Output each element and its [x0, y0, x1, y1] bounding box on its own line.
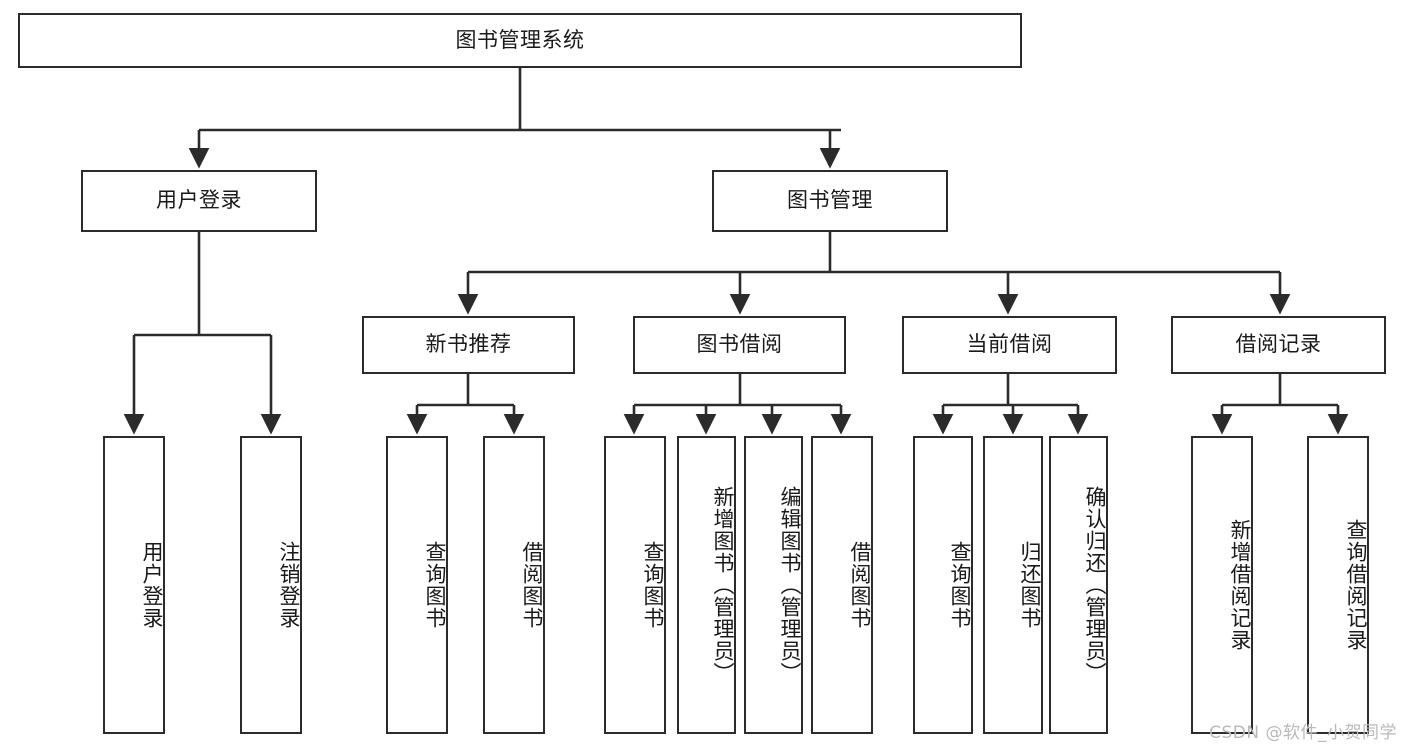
node-leaf-query-book-3[interactable]: 查询图书	[913, 436, 973, 734]
node-user-login[interactable]: 用户登录	[81, 170, 317, 232]
node-leaf-user-logout[interactable]: 注销登录	[240, 436, 302, 734]
node-leaf-query-book-3-label: 查询图书	[948, 541, 972, 629]
node-leaf-query-borrow-record-label: 查询借阅记录	[1344, 519, 1368, 651]
node-leaf-add-book-admin-label: 新增图书（管理员）	[711, 486, 735, 684]
node-leaf-query-book-1-label: 查询图书	[423, 541, 447, 629]
node-book-management-label: 图书管理	[787, 188, 873, 213]
node-borrow-record-label: 借阅记录	[1235, 332, 1322, 357]
node-current-borrow-label: 当前借阅	[966, 332, 1053, 357]
node-book-borrow[interactable]: 图书借阅	[633, 316, 846, 374]
node-root-label: 图书管理系统	[455, 27, 585, 52]
node-leaf-user-login-label: 用户登录	[140, 541, 164, 629]
node-leaf-add-book-admin[interactable]: 新增图书（管理员）	[677, 436, 736, 734]
node-user-login-label: 用户登录	[156, 188, 242, 213]
node-leaf-query-book-2[interactable]: 查询图书	[604, 436, 666, 734]
node-leaf-return-book-label: 归还图书	[1018, 541, 1042, 629]
node-root-system[interactable]: 图书管理系统	[18, 13, 1022, 68]
node-leaf-edit-book-admin[interactable]: 编辑图书（管理员）	[744, 436, 803, 734]
node-leaf-query-borrow-record[interactable]: 查询借阅记录	[1307, 436, 1369, 734]
node-leaf-borrow-book-1-label: 借阅图书	[520, 541, 544, 629]
node-leaf-borrow-book-1[interactable]: 借阅图书	[483, 436, 545, 734]
node-book-management[interactable]: 图书管理	[712, 170, 948, 232]
node-current-borrow[interactable]: 当前借阅	[902, 316, 1117, 374]
csdn-watermark: CSDN @软件_小贺同学	[1209, 723, 1397, 743]
node-leaf-add-borrow-record[interactable]: 新增借阅记录	[1191, 436, 1253, 734]
node-leaf-borrow-book-2[interactable]: 借阅图书	[811, 436, 873, 734]
node-leaf-user-login[interactable]: 用户登录	[103, 436, 165, 734]
node-leaf-borrow-book-2-label: 借阅图书	[848, 541, 872, 629]
node-leaf-confirm-return-admin-label: 确认归还（管理员）	[1083, 486, 1107, 684]
node-new-book-recommend-label: 新书推荐	[425, 332, 512, 357]
node-leaf-confirm-return-admin[interactable]: 确认归还（管理员）	[1049, 436, 1108, 734]
node-leaf-add-borrow-record-label: 新增借阅记录	[1228, 519, 1252, 651]
node-new-book-recommend[interactable]: 新书推荐	[362, 316, 575, 374]
node-leaf-edit-book-admin-label: 编辑图书（管理员）	[778, 486, 802, 684]
node-leaf-user-logout-label: 注销登录	[277, 541, 301, 629]
node-leaf-query-book-2-label: 查询图书	[641, 541, 665, 629]
node-borrow-record[interactable]: 借阅记录	[1171, 316, 1386, 374]
node-leaf-return-book[interactable]: 归还图书	[983, 436, 1043, 734]
node-leaf-query-book-1[interactable]: 查询图书	[386, 436, 448, 734]
node-book-borrow-label: 图书借阅	[696, 332, 783, 357]
